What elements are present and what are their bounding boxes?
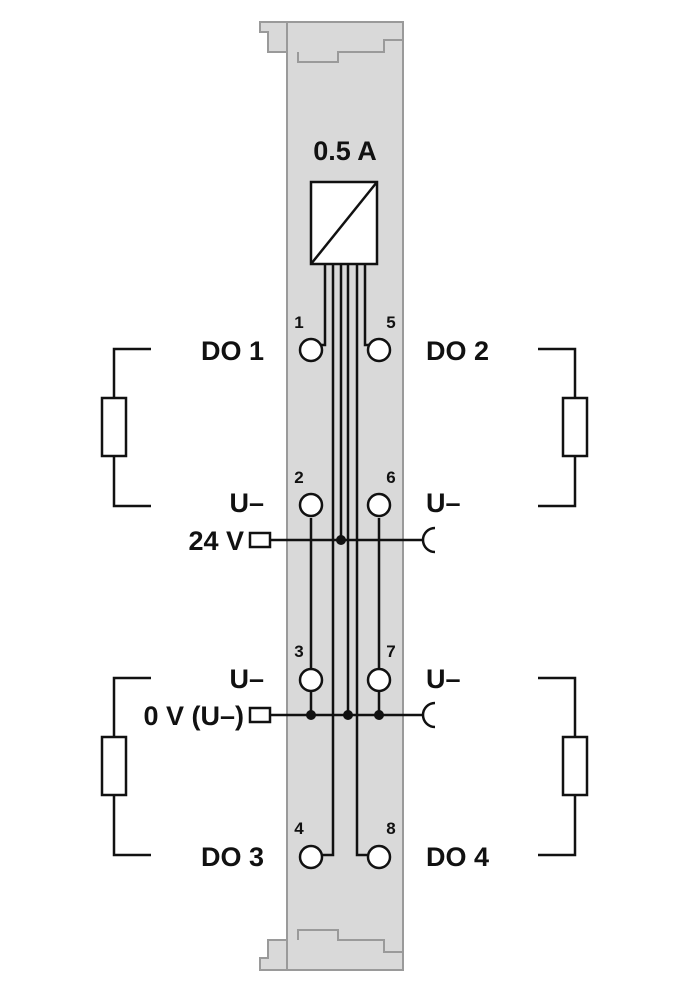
output-label-do4: DO 4 (426, 842, 489, 872)
pin-number-3: 3 (294, 642, 303, 661)
pin-number-2: 2 (294, 468, 303, 487)
terminal-1 (298, 337, 324, 363)
supply-0v-label: 0 V (U–) (143, 701, 244, 731)
load-do3 (100, 676, 151, 857)
output-label-do1: DO 1 (201, 336, 264, 366)
pin-number-6: 6 (386, 468, 395, 487)
load-do1 (100, 347, 151, 508)
supply-0v-rail (248, 701, 436, 729)
pin-number-1: 1 (294, 313, 303, 332)
terminals (298, 337, 392, 870)
pin-number-8: 8 (386, 819, 395, 838)
terminal-2 (298, 492, 324, 518)
load-do4 (538, 676, 589, 857)
output-label-do3: DO 3 (201, 842, 264, 872)
terminal-5 (366, 337, 392, 363)
terminal-8 (366, 844, 392, 870)
supply-24v-label: 24 V (188, 526, 244, 556)
pin-number-7: 7 (386, 642, 395, 661)
fuse-rating-label: 0.5 A (313, 136, 377, 166)
u-minus-label-2: U– (229, 488, 264, 518)
terminal-7 (366, 667, 392, 693)
pin-number-4: 4 (294, 819, 304, 838)
terminal-3 (298, 667, 324, 693)
terminal-4 (298, 844, 324, 870)
u-minus-label-7: U– (426, 664, 461, 694)
supply-24v-rail (248, 526, 436, 554)
converter-symbol (309, 180, 379, 266)
load-do2 (538, 347, 589, 508)
u-minus-label-3: U– (229, 664, 264, 694)
u-minus-label-6: U– (426, 488, 461, 518)
output-label-do2: DO 2 (426, 336, 489, 366)
pin-number-5: 5 (386, 313, 395, 332)
terminal-6 (366, 492, 392, 518)
